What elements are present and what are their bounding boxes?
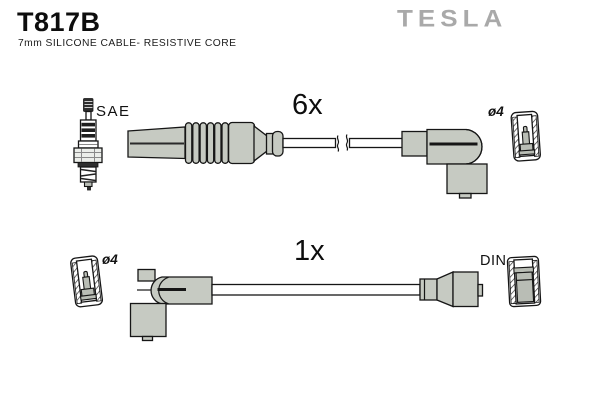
top-quantity-label: 6x: [292, 89, 323, 121]
phi4-label-top: ø4: [488, 104, 504, 119]
part-number-title: T817B: [17, 7, 101, 37]
phi4-label-bottom: ø4: [102, 252, 118, 267]
socket-cross-section-phi4-bottom-icon: [70, 255, 104, 308]
bottom-quantity-label: 1x: [294, 235, 325, 267]
tesla-logo: TESLA: [397, 4, 508, 32]
din-socket-label: DIN: [480, 253, 507, 269]
bottom-cable: [211, 283, 421, 296]
sae-plug-label: SAE: [96, 103, 131, 120]
straight-connector-din-icon: [419, 271, 484, 308]
cable-spec-subtitle: 7mm SILICONE CABLE- RESISTIVE CORE: [18, 38, 237, 49]
top-cable-assembly: [73, 98, 541, 199]
spark-plug-icon: [73, 98, 103, 191]
cable-break-icon: [336, 134, 349, 152]
top-cable: [282, 134, 405, 152]
straight-boot-icon: [127, 121, 284, 165]
din-socket-cross-section-icon: [506, 255, 542, 308]
angle-boot-icon-bottom: [129, 268, 213, 342]
angle-boot-icon-top: [401, 128, 488, 199]
bottom-cable-assembly: [70, 255, 542, 342]
socket-cross-section-phi4-top-icon: [510, 110, 541, 162]
